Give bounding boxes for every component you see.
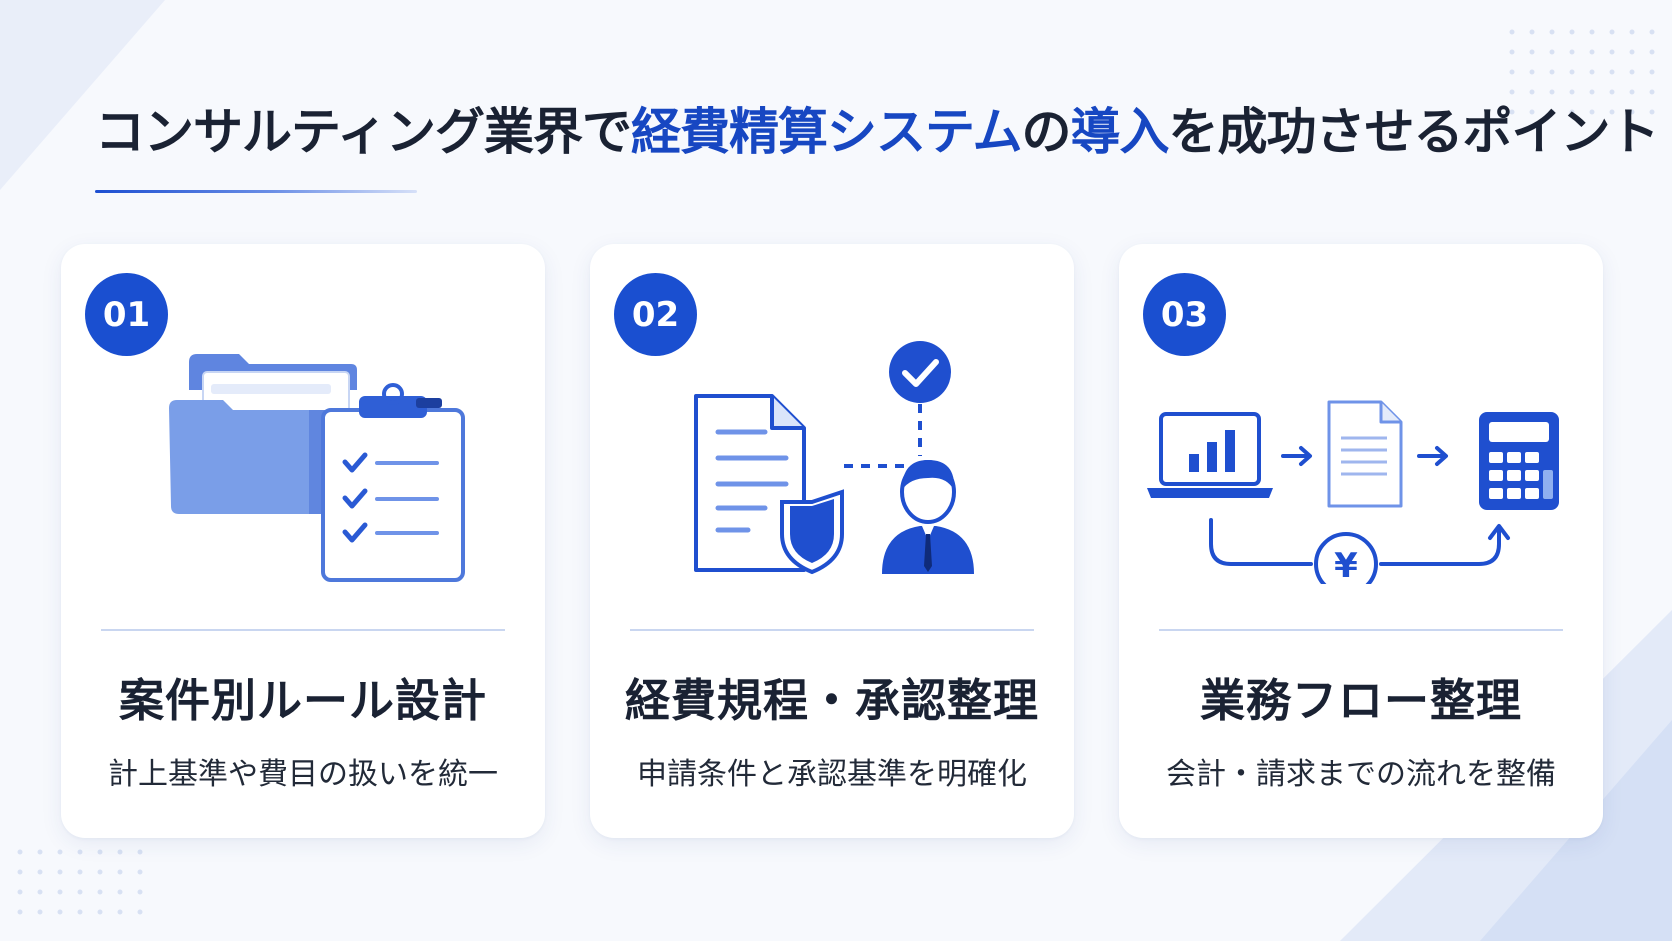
card-description: 計上基準や費目の扱いを統一 [108, 757, 498, 792]
document-shield-icon [694, 394, 844, 575]
title-part-1: コンサルティング業界で [95, 103, 632, 161]
arrow-right-icon [1281, 446, 1312, 466]
yen-coin-icon: ¥ [1314, 532, 1378, 584]
card-number-badge: 01 [85, 273, 168, 356]
title-part-5: を成功させるポイント [1168, 103, 1660, 161]
point-card-2: 02 経費規程・承認整理 申請条件と承認基 [590, 244, 1074, 838]
card-number-badge: 02 [614, 273, 697, 356]
connector-line [844, 404, 922, 468]
point-card-1: 01 案件別ルール設計 計上基準や費目の扱いを統一 [61, 244, 545, 838]
yen-symbol: ¥ [1334, 546, 1358, 584]
title-highlight-introduction: 導入 [1070, 103, 1170, 161]
laptop-chart-icon [1147, 412, 1273, 498]
title-part-3: の [1021, 103, 1072, 161]
page-title: コンサルティング業界で経費精算システムの導入を成功させるポイント [95, 96, 1660, 168]
card-title: 案件別ルール設計 [118, 674, 487, 727]
card-description: 会計・請求までの流れを整備 [1166, 757, 1556, 792]
check-circle-icon [889, 341, 951, 403]
card-divider [101, 629, 505, 631]
card-divider [630, 629, 1034, 631]
point-card-3: 03 [1119, 244, 1603, 838]
title-highlight-system: 経費精算システム [631, 103, 1022, 161]
arrow-right-icon [1417, 446, 1448, 466]
title-underline [95, 190, 417, 193]
card-title: 業務フロー整理 [1199, 674, 1522, 727]
clipboard-checklist-icon [321, 383, 465, 582]
calculator-icon [1479, 412, 1559, 510]
card-illustration: ¥ [1147, 400, 1559, 584]
card-divider [1159, 629, 1563, 631]
card-title: 経費規程・承認整理 [624, 674, 1039, 727]
card-description: 申請条件と承認基準を明確化 [637, 757, 1027, 792]
card-illustration [169, 354, 465, 582]
card-illustration [694, 341, 974, 575]
person-icon [882, 460, 974, 574]
document-icon [1327, 400, 1403, 508]
flow-return-arrow [1209, 518, 1510, 566]
card-number-badge: 03 [1143, 273, 1226, 356]
